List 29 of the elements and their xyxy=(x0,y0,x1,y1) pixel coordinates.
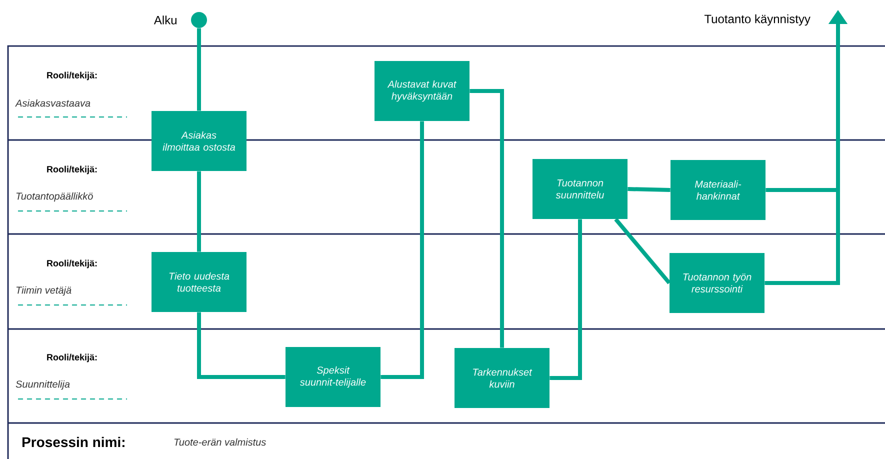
connector-line xyxy=(197,312,286,379)
start-dot xyxy=(191,12,207,28)
connector-line xyxy=(197,28,201,111)
role-name: Asiakasvastaava xyxy=(15,99,90,107)
process-box: Alustavat kuvat hyväksyntään xyxy=(374,61,470,121)
start-label: Alku xyxy=(154,16,176,24)
process-box: Tieto uudesta tuotteesta xyxy=(152,252,246,312)
role-heading: Rooli/tekijä: xyxy=(47,166,97,174)
connector-line xyxy=(380,121,424,379)
role-name: Tiimin vetäjä xyxy=(16,286,72,296)
process-box: Asiakas ilmoittaa ostosta xyxy=(152,111,246,171)
connector-line xyxy=(614,218,671,284)
process-box: Tuotannon suunnittelu xyxy=(532,159,628,219)
role-heading: Rooli/tekijä: xyxy=(47,72,97,80)
connector-line xyxy=(550,219,582,380)
process-heading: Prosessin nimi: xyxy=(22,436,124,448)
role-name: Tuotantopäällikkö xyxy=(16,192,93,202)
role-heading: Rooli/tekijä: xyxy=(47,260,97,268)
connector-line xyxy=(197,171,201,252)
connector-line xyxy=(628,187,670,192)
process-box: Speksit suunnit-telijalle xyxy=(286,347,380,407)
process-box: Materiaali-hankinnat xyxy=(670,160,766,220)
role-name: Suunnittelija xyxy=(16,380,70,390)
process-box: Tarkennukset kuviin xyxy=(454,348,550,408)
process-name: Tuote-erän valmistus xyxy=(174,438,266,446)
role-heading: Rooli/tekijä: xyxy=(47,354,97,362)
connector-line xyxy=(470,89,504,348)
process-box: Tuotannon työn resurssointi xyxy=(670,253,764,313)
end-label: Tuotanto käynnistyy xyxy=(704,14,810,26)
